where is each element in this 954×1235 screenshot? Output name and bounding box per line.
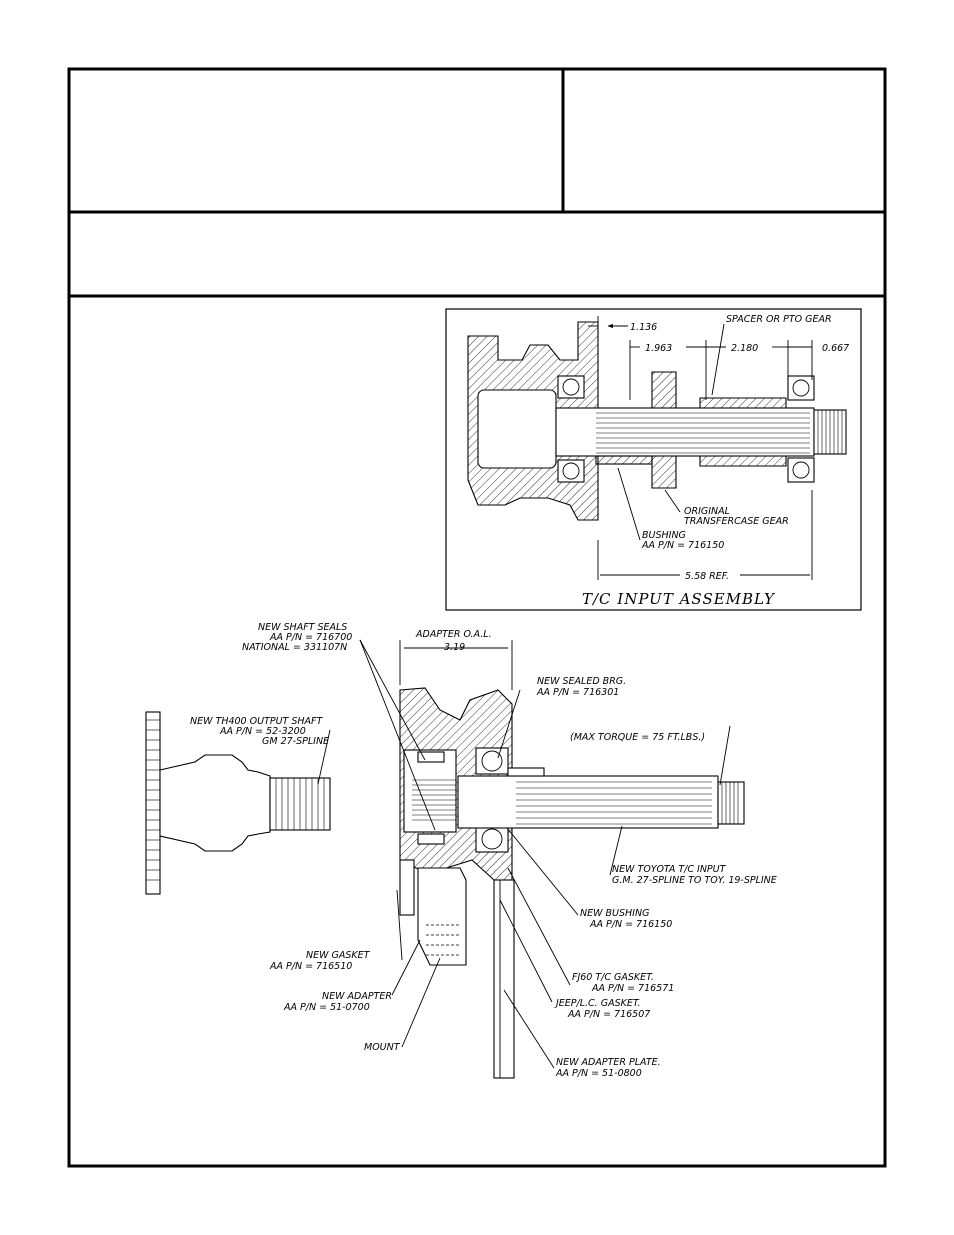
label-shaft-line1: NEW TH400 OUTPUT SHAFT [190, 716, 323, 727]
dim-558-ref: 5.58 REF. [685, 571, 729, 582]
label-bushing-line1: BUSHING [642, 530, 686, 541]
label-gear-line1: ORIGINAL [684, 506, 730, 517]
label-fj60-line2: AA P/N = 716571 [591, 983, 674, 994]
adapter-plate [493, 879, 515, 1079]
inset-drawing: 1.136 1.963 2.180 0.667 5.58 REF. SPACER… [445, 308, 862, 611]
label-plate-line1: NEW ADAPTER PLATE. [556, 1057, 661, 1068]
label-brg-line2: AA P/N = 716301 [536, 687, 619, 698]
label-shaft-line3: GM 27-SPLINE [262, 736, 329, 747]
label-brg-line1: NEW SEALED BRG. [537, 676, 626, 687]
main-assembly: ADAPTER O.A.L. 3.19 NEW SHAFT SEALS AA P… [145, 622, 777, 1079]
label-fj60-line1: FJ60 T/C GASKET. [572, 972, 654, 983]
toyota-input-shaft [457, 775, 719, 829]
inset-pilot-bore [477, 389, 557, 469]
label-bushing-line2: AA P/N = 716150 [641, 540, 724, 551]
label-oal-line2: 3.19 [444, 642, 465, 653]
th400-output-shaft [145, 711, 331, 895]
label-seals-line2: AA P/N = 716700 [269, 632, 352, 643]
label-gasket-line2: AA P/N = 716510 [269, 961, 352, 972]
label-input-line1: NEW TOYOTA T/C INPUT [612, 864, 727, 875]
label-plate-line2: AA P/N = 51-0800 [555, 1068, 642, 1079]
label-bushing-line1: NEW BUSHING [580, 908, 649, 919]
label-gear-line2: TRANSFERCASE GEAR [684, 516, 789, 527]
dim-1963: 1.963 [645, 343, 672, 354]
inset-shaft [555, 407, 815, 457]
label-jeep-line2: AA P/N = 716507 [567, 1009, 650, 1020]
label-spacer: SPACER OR PTO GEAR [726, 314, 832, 325]
label-gasket-line1: NEW GASKET [306, 950, 371, 961]
inset-title: T/C INPUT ASSEMBLY [582, 590, 776, 608]
label-mount: MOUNT [364, 1042, 401, 1053]
label-adapter-line1: NEW ADAPTER [322, 991, 392, 1002]
label-shaft-line2: AA P/N = 52-3200 [219, 726, 306, 737]
label-jeep-line1: JEEP/L.C. GASKET. [554, 998, 641, 1009]
dim-2180: 2.180 [731, 343, 758, 354]
label-torque: (MAX TORQUE = 75 FT.LBS.) [570, 732, 705, 743]
dim-0667: 0.667 [822, 343, 849, 354]
label-seals-line1: NEW SHAFT SEALS [258, 622, 347, 633]
label-adapter-line2: AA P/N = 51-0700 [283, 1002, 370, 1013]
label-seals-line3: NATIONAL = 331107N [242, 642, 347, 653]
label-oal-line1: ADAPTER O.A.L. [415, 629, 492, 640]
dim-1136: 1.136 [630, 322, 657, 333]
label-bushing-line2: AA P/N = 716150 [589, 919, 672, 930]
title-block-frame [67, 67, 887, 1168]
label-input-line2: G.M. 27-SPLINE TO TOY. 19-SPLINE [612, 875, 777, 886]
mount-block [417, 867, 467, 966]
